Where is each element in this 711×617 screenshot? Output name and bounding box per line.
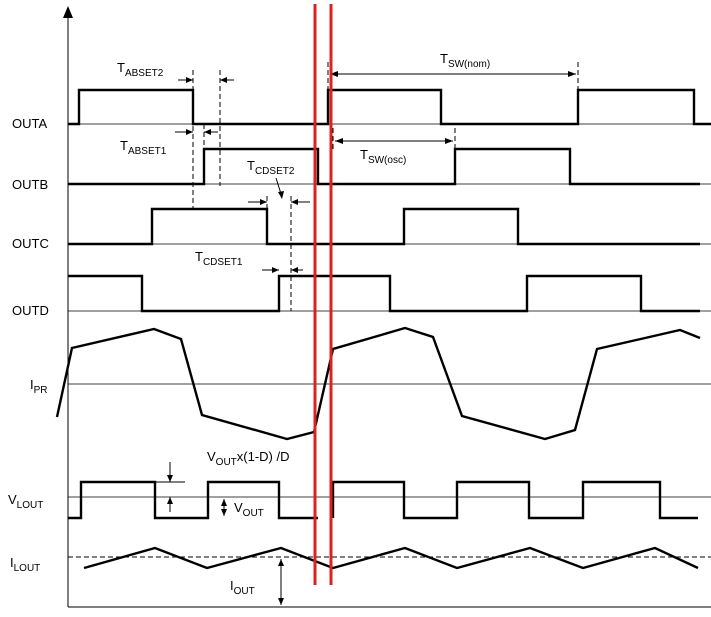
iout-arrowhead-top-icon (278, 559, 284, 566)
label-outb: OUTB (12, 177, 48, 192)
label-outd: OUTD (12, 303, 49, 318)
dimension-arrows (167, 71, 576, 605)
tabset2-arrowhead-right-icon (220, 77, 227, 83)
timing-guides (155, 62, 579, 483)
vout-arrowhead-top-icon (221, 499, 227, 506)
tsw-osc-arrowhead-right-icon (445, 138, 453, 144)
outd-waveform (68, 274, 700, 313)
tabset1-arrowhead-right-icon (204, 129, 211, 135)
ilout-waveform (83, 546, 699, 570)
iout-arrowhead-bottom-icon (278, 598, 284, 605)
tcdset2-arrowhead-right-icon (291, 199, 298, 205)
label-vout-ripple: VOUTx(1-D) /D (207, 449, 290, 468)
tcdset1-arrowhead-left-icon (272, 267, 279, 273)
outa-waveform (68, 88, 711, 126)
tsw-osc-arrowhead-left-icon (335, 138, 343, 144)
label-vlout: VLOUT (8, 492, 43, 511)
tabset2-arrowhead-left-icon (186, 77, 193, 83)
tsw-nom-arrowhead-right-icon (568, 71, 576, 77)
vripple-arrowhead-top-icon (167, 475, 173, 482)
label-tsw-osc: TSW(osc) (360, 147, 406, 166)
vout-arrowhead-bottom-icon (221, 509, 227, 516)
ipr-waveform (55, 326, 701, 441)
label-outa: OUTA (12, 116, 47, 131)
y-axis-arrow-icon (63, 6, 73, 18)
label-tsw-nom: TSW(nom) (440, 51, 490, 70)
tcdset1-arrowhead-right-icon (291, 267, 298, 273)
tabset1-arrowhead-left-icon (186, 129, 193, 135)
label-ilout: ILOUT (10, 555, 40, 574)
tcdset2-arrowhead-left-icon (260, 199, 267, 205)
label-iout: IOUT (230, 578, 255, 597)
label-tcdset2: TCDSET2 (247, 158, 295, 177)
outc-waveform (68, 207, 700, 246)
baselines (68, 123, 711, 558)
axes (63, 6, 711, 608)
label-ipr: IPR (30, 377, 48, 396)
annotation-labels: TABSET2 TABSET1 TCDSET2 TCDSET1 TSW(nom)… (117, 51, 490, 597)
red-markers (313, 4, 333, 585)
label-tabset1: TABSET1 (120, 138, 167, 157)
tcdset2-leader-arrowhead-icon (278, 191, 284, 199)
label-tcdset1: TCDSET1 (195, 249, 243, 268)
signal-labels: OUTA OUTB OUTC OUTD IPR VLOUT ILOUT (8, 116, 49, 574)
vripple-arrowhead-bottom-icon (167, 497, 173, 504)
tsw-nom-arrowhead-left-icon (330, 71, 338, 77)
label-tabset2: TABSET2 (117, 60, 164, 79)
waveforms (55, 88, 711, 570)
label-vout: VOUT (234, 500, 264, 519)
vlout-waveform (68, 480, 698, 520)
label-outc: OUTC (12, 236, 49, 251)
